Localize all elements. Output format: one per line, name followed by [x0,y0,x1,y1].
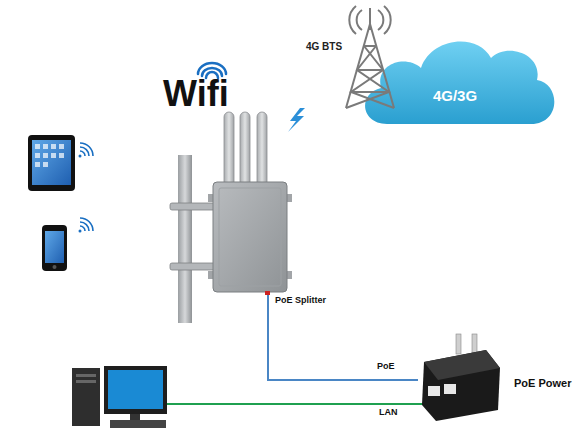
poe-cable [268,295,418,380]
part-label: LAN [379,408,398,417]
desktop-computer [72,366,167,428]
poe-power-node: PoE Power [418,333,502,423]
lan-cable [167,403,428,405]
node-label: 4G/3G [433,88,477,103]
poe-injector [422,334,500,421]
outdoor-cpe [170,112,292,323]
cloud-outline [365,42,554,124]
part-label: PoE Splitter [275,296,326,305]
cloud-shape [355,28,560,128]
wifi-signal-icon [79,143,94,233]
node-label: 4G BTS [306,42,342,52]
lightning-bolt [288,108,305,132]
cable-label: PoE [377,362,395,371]
wifi-cpe-node: Wifi [160,62,290,295]
phone-icon [42,225,67,271]
cloud-node: 4G/3G [355,28,560,128]
node-label: PoE Power [514,378,571,389]
tablet-icon [28,135,75,191]
node-label: Wifi [163,76,229,112]
